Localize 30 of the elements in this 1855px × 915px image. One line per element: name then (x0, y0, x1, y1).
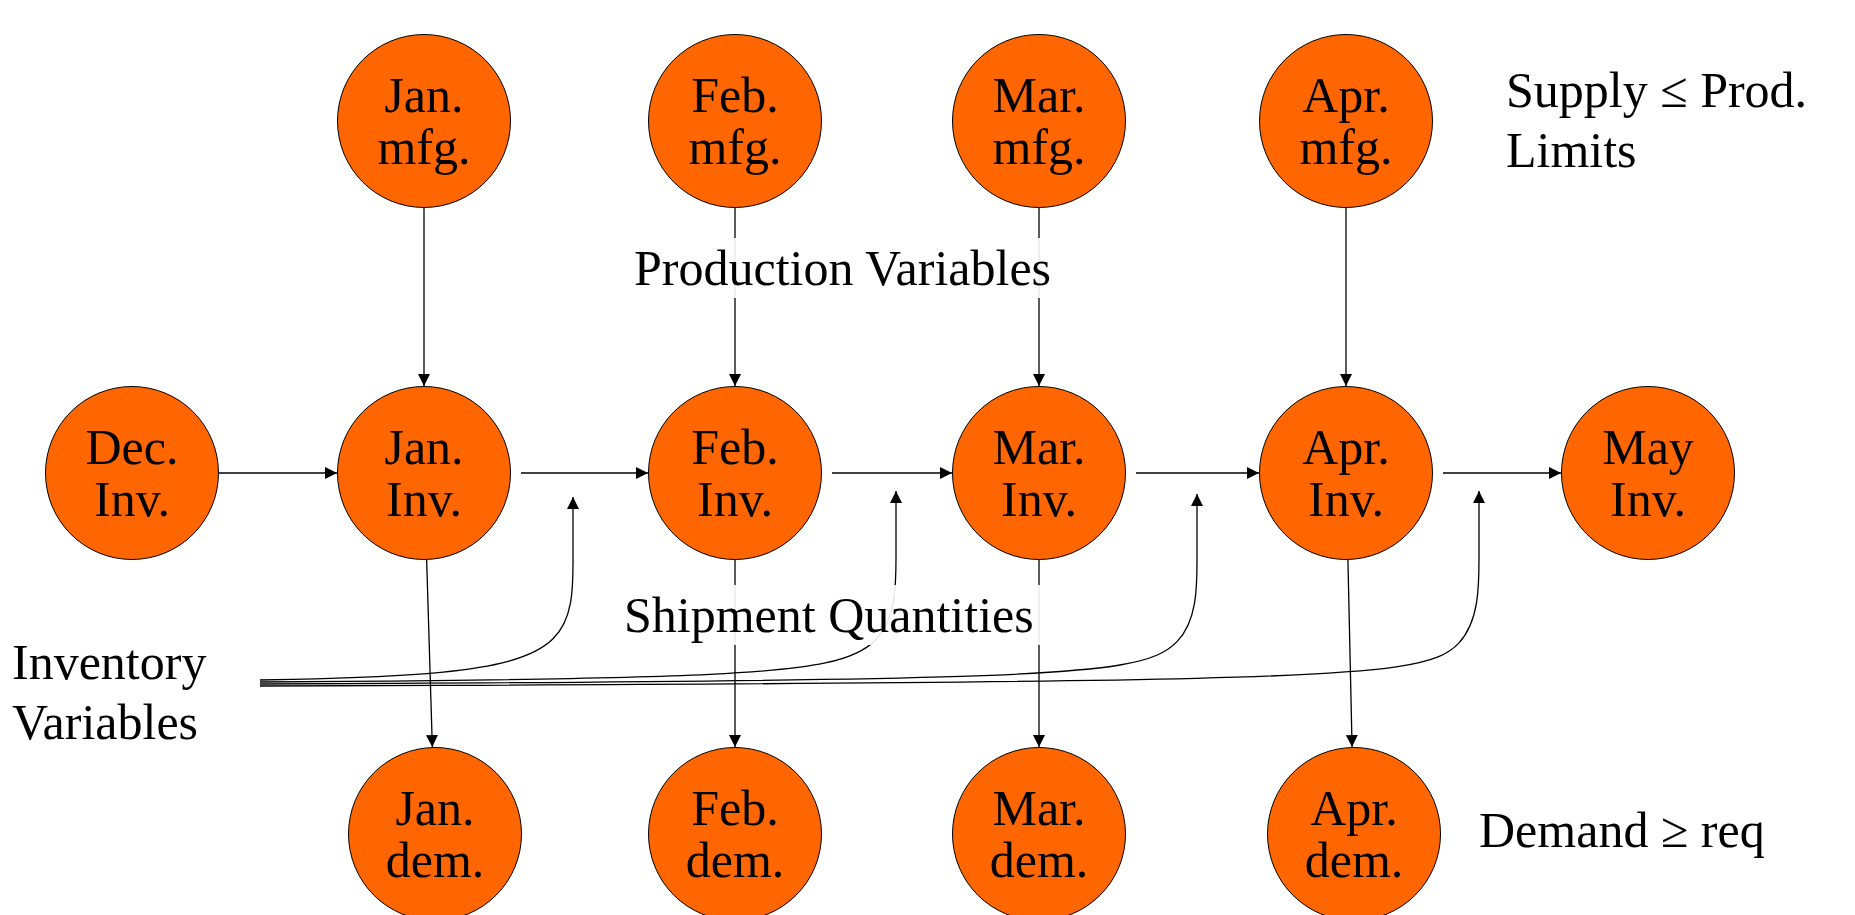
leader-line (259, 496, 579, 681)
circle-node: Mar. Inv. (952, 386, 1126, 560)
arrow (418, 207, 430, 387)
arrow (520, 467, 649, 479)
circle-node: Apr. Inv. (1259, 386, 1433, 560)
circle-node: Mar. dem. (952, 747, 1126, 915)
circle-node: Apr. mfg. (1259, 34, 1433, 208)
circle-node: Feb. dem. (648, 747, 822, 915)
circle-node: Jan. Inv. (337, 386, 511, 560)
circle-node: Dec. Inv. (45, 386, 219, 560)
circle-node: Feb. Inv. (648, 386, 822, 560)
leader-line (259, 493, 1203, 685)
arrow (831, 467, 953, 479)
arrow (426, 559, 438, 748)
annotation-text: Supply ≤ Prod. Limits (1505, 61, 1809, 180)
arrow (1442, 467, 1562, 479)
arrow (1345, 559, 1358, 748)
arrow (1340, 207, 1352, 387)
leader-line (259, 490, 1485, 687)
arrow (1135, 467, 1260, 479)
circle-node: Jan. mfg. (337, 34, 511, 208)
circle-node: Feb. mfg. (648, 34, 822, 208)
circle-node: Mar. mfg. (952, 34, 1126, 208)
annotation-text: Inventory Variables (12, 622, 272, 762)
arrow (218, 467, 338, 479)
circle-node: Apr. dem. (1267, 747, 1441, 915)
annotation-text: Demand ≥ req (1478, 801, 1766, 860)
circle-node: May Inv. (1561, 386, 1735, 560)
circle-node: Jan. dem. (348, 747, 522, 915)
leader-line (259, 490, 902, 683)
